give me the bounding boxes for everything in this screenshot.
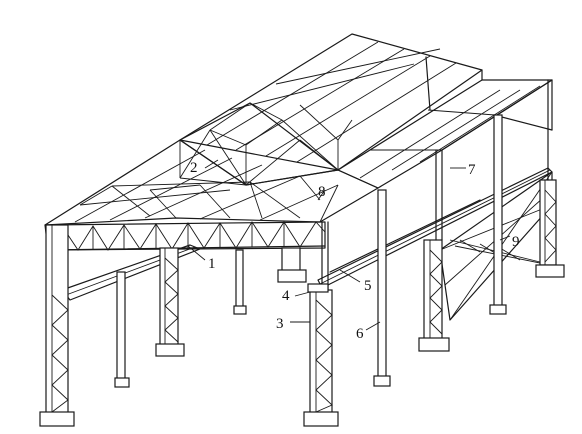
label-2: 2 — [190, 160, 198, 176]
main-roof — [44, 139, 379, 226]
crane-beams — [61, 167, 553, 301]
columns — [39, 79, 565, 427]
front-roof-truss — [44, 221, 326, 251]
label-5: 5 — [364, 278, 372, 294]
label-7: 7 — [468, 162, 476, 178]
label-9: 9 — [512, 234, 520, 250]
monitor-roof — [179, 33, 483, 171]
label-1: 1 — [208, 256, 216, 272]
label-4: 4 — [282, 288, 290, 304]
label-3: 3 — [276, 316, 284, 332]
leader-lines — [187, 159, 511, 331]
label-6: 6 — [356, 326, 364, 342]
labels: 1 2 3 4 5 6 7 8 9 — [190, 160, 520, 342]
label-8: 8 — [318, 184, 326, 200]
